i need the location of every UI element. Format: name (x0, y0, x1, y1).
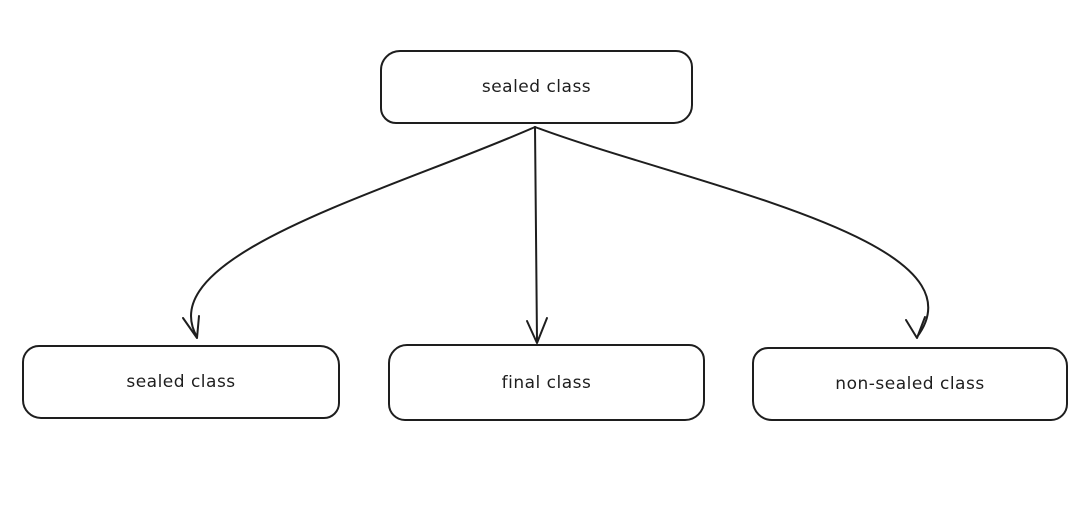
arrow-parent-to-non-sealed-class[interactable] (534, 126, 930, 339)
node-sealed-class-parent[interactable]: sealed class (380, 50, 693, 124)
node-label: sealed class (481, 77, 592, 97)
node-label: final class (501, 372, 592, 393)
arrow-shaft (190, 126, 536, 338)
arrowhead-icon (905, 316, 926, 339)
node-label: non-sealed class (835, 374, 985, 394)
arrow-parent-to-sealed-class[interactable] (182, 126, 536, 339)
node-final-class-child[interactable]: final class (388, 344, 705, 421)
arrowhead-icon (526, 317, 548, 344)
arrow-parent-to-final-class[interactable] (526, 126, 548, 344)
node-sealed-class-child[interactable]: sealed class (22, 345, 340, 419)
node-non-sealed-class-child[interactable]: non-sealed class (752, 347, 1068, 421)
arrowhead-icon (182, 315, 200, 339)
arrow-shaft (534, 126, 930, 338)
node-label: sealed class (126, 372, 236, 392)
arrow-shaft (534, 126, 538, 342)
